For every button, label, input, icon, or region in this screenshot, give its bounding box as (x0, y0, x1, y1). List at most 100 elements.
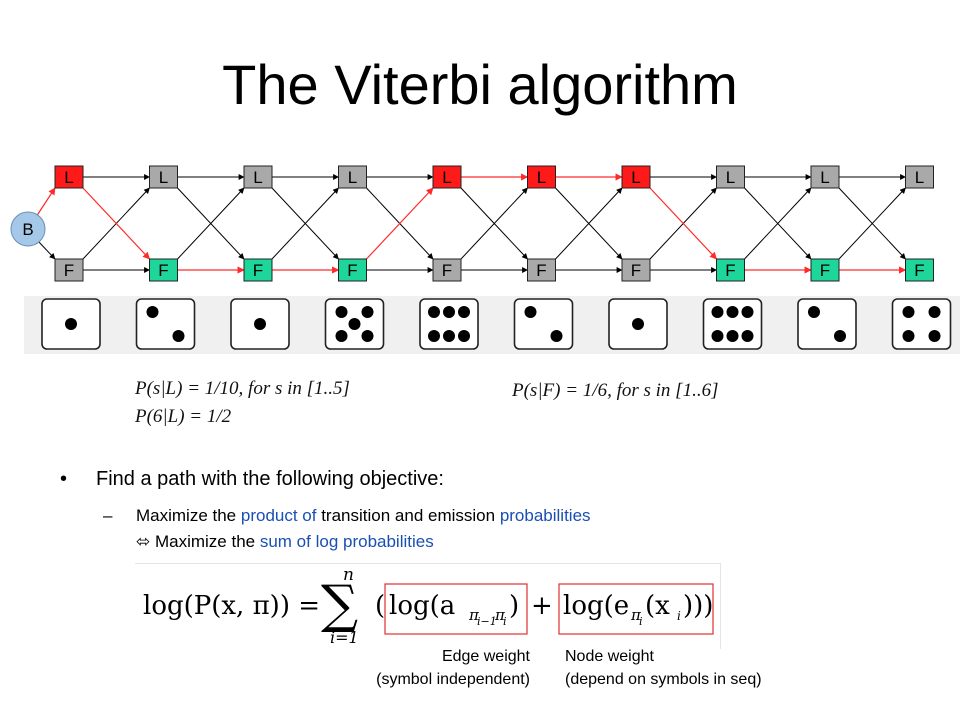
state-node-label-L-1: L (64, 168, 73, 187)
formula-plus: + (531, 591, 553, 621)
viterbi-path-edge-7-LF (649, 187, 717, 260)
begin-edge-F (37, 240, 56, 260)
die-8-pip-6 (741, 330, 754, 342)
sub-bullet-seg-1-1: Maximize the (136, 506, 241, 525)
die-9-pip-2 (834, 330, 846, 342)
sub-bullet-seg-1-4: probabilities (499, 506, 591, 525)
state-node-F-7 (621, 258, 651, 282)
die-7 (608, 298, 668, 350)
node-weight-caption-line-1: Node weight (565, 648, 654, 665)
viterbi-path-edge-1-LF (82, 187, 150, 260)
state-node-L-1 (54, 165, 84, 189)
die-1-pip-1 (65, 318, 77, 330)
die-5-pip-6 (458, 330, 470, 342)
die-4-pip-3 (348, 318, 361, 330)
state-node-F-8 (716, 258, 745, 282)
die-7-pip-1 (632, 318, 644, 330)
die-4-pip-2 (361, 306, 374, 318)
sub-bullet-seg-1-3: transition and emission (316, 506, 500, 525)
formula-node-term: log(e (563, 591, 629, 621)
state-node-label-L-7: L (631, 168, 640, 187)
formula-open-paren: ( (375, 591, 385, 621)
die-2-pip-1 (146, 306, 159, 318)
die-10-pip-1 (902, 306, 915, 318)
state-node-L-4 (338, 165, 367, 189)
transition-edge-6-FL (555, 187, 623, 260)
die-5-pip-2 (443, 306, 455, 318)
state-node-label-F-6: F (536, 261, 546, 280)
formula-edge-sub: π (468, 606, 480, 624)
state-node-label-F-9: F (820, 261, 830, 280)
state-node-F-2 (149, 258, 178, 282)
die-6 (513, 298, 574, 350)
die-8-pip-4 (711, 330, 724, 342)
formula-svg: log(P(x, π)) = n ∑ i=1 ( log(a π i−1 π i… (143, 565, 714, 647)
formula-box: log(P(x, π)) = n ∑ i=1 ( log(a π i−1 π i… (135, 563, 721, 649)
state-node-F-4 (338, 258, 367, 282)
state-node-label-F-4: F (347, 261, 357, 280)
begin-node (10, 211, 46, 247)
formula-node-arg: (x (645, 591, 670, 621)
formula-node-sub: π (630, 606, 642, 624)
die-8-pip-5 (726, 330, 739, 342)
die-10 (891, 298, 952, 350)
die-2-pip-2 (172, 330, 185, 342)
state-node-label-F-5: F (442, 261, 452, 280)
state-node-label-F-7: F (631, 261, 641, 280)
transition-edge-5-FL (460, 187, 528, 260)
begin-edge-L (35, 187, 56, 218)
bullet-objective: • Find a path with the following objectiv… (60, 468, 444, 491)
die-6-pip-2 (550, 330, 563, 342)
emission-loaded-line-2: P(6|L) = 1/2 (135, 406, 232, 427)
sub-bullet: –Maximize the product of transition and … (103, 503, 591, 555)
formula-sum-upper: n (343, 565, 354, 585)
slide-title: The Viterbi algorithm (222, 53, 738, 116)
state-node-label-L-10: L (915, 168, 924, 187)
state-node-F-6 (527, 258, 556, 282)
die-9 (797, 298, 857, 350)
state-node-label-F-8: F (725, 261, 735, 280)
state-node-F-9 (810, 258, 840, 282)
die-10-pip-2 (928, 306, 941, 318)
sub-bullet-seg-2-1: ⬄ Maximize the (136, 532, 260, 551)
state-node-label-L-4: L (348, 168, 357, 187)
formula-sum-lower: i=1 (330, 628, 359, 647)
die-3-pip-1 (254, 318, 266, 330)
die-face-2 (135, 298, 196, 350)
bullet-text: Find a path with the following objective… (96, 468, 444, 490)
state-node-label-L-6: L (537, 168, 546, 187)
die-8-pip-3 (741, 306, 754, 318)
transition-edge-3-FL (271, 187, 339, 260)
node-weight-highlight-box (558, 583, 714, 635)
die-5-pip-4 (428, 330, 440, 342)
die-4-pip-5 (361, 330, 374, 342)
die-5 (419, 298, 479, 350)
state-node-L-3 (243, 165, 273, 189)
sub-bullet-dash: – (103, 506, 113, 525)
edge-weight-highlight-box (384, 583, 528, 635)
die-5-pip-1 (428, 306, 440, 318)
state-node-label-L-5: L (442, 168, 451, 187)
formula-lhs: log(P(x, π)) = (143, 591, 320, 621)
sub-bullet-line-1: –Maximize the product of transition and … (103, 503, 591, 529)
bullet-dot: • (60, 468, 68, 490)
die-face-10 (891, 298, 952, 350)
die-10-pip-3 (902, 330, 915, 342)
die-10-pip-4 (928, 330, 941, 342)
die-4-pip-1 (335, 306, 348, 318)
state-node-label-L-3: L (253, 168, 262, 187)
state-node-L-5 (432, 165, 462, 189)
state-node-F-10 (905, 258, 934, 282)
die-2 (135, 298, 196, 350)
formula-sum-sign: ∑ (321, 575, 358, 635)
die-1 (41, 298, 101, 350)
formula-node-subsub: i (639, 615, 643, 628)
die-4-pip-4 (335, 330, 348, 342)
state-node-label-L-9: L (820, 168, 829, 187)
die-3 (230, 298, 290, 350)
transition-edge-8-FL (744, 187, 812, 260)
state-node-L-10 (905, 165, 934, 189)
die-5-pip-5 (443, 330, 455, 342)
viterbi-path-edge-4-FL (366, 187, 434, 260)
